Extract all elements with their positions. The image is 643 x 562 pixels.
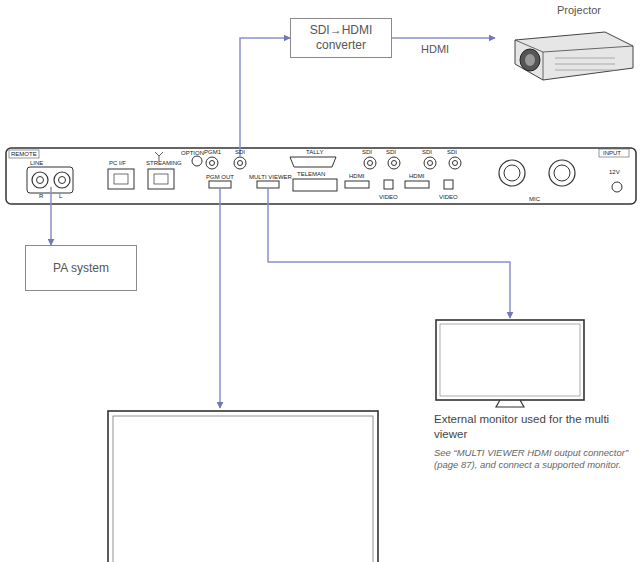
port-label: STREAMING <box>146 160 182 166</box>
port-label: SDI <box>386 149 396 155</box>
port-label: SDI <box>362 149 372 155</box>
connector <box>240 38 290 147</box>
port-label: LINE <box>30 160 43 166</box>
port-label: SDI <box>422 149 432 155</box>
port-label: HDMI <box>349 173 364 179</box>
node-label: External monitor used for the multi view… <box>434 412 630 442</box>
port-label: 12V <box>609 169 620 175</box>
port-label: REMOTE <box>11 151 37 157</box>
port-label: MIC <box>529 196 540 202</box>
external-monitor: External monitor used for the multi view… <box>430 318 640 530</box>
monitor-caption: External monitor used for the multi view… <box>434 412 630 472</box>
port-label: SDI <box>447 149 457 155</box>
monitor-frame <box>108 411 378 562</box>
port-label: TALLY <box>306 149 323 155</box>
port-label: R <box>39 193 43 199</box>
port-label: INPUT <box>603 150 621 156</box>
connector <box>50 205 52 245</box>
main-monitor <box>108 205 378 562</box>
port-label: PGM OUT <box>206 174 234 180</box>
connector <box>268 205 510 318</box>
port-label: TELEMAN <box>297 171 325 177</box>
pa-system-box: PA system <box>25 245 137 291</box>
rear-panel: REMOTE OPTION LINE R L PC I/F STREAMING PGM1 SDI… <box>5 147 637 205</box>
connector <box>392 37 495 39</box>
port-label: SDI <box>235 149 245 155</box>
port-label: PC I/F <box>109 160 126 166</box>
node-label: PA system <box>53 261 109 276</box>
port-label: VIDEO <box>439 194 458 200</box>
port-label: PGM1 <box>204 149 221 155</box>
monitor-screen <box>113 416 373 562</box>
external-monitor-drawing <box>430 318 640 410</box>
port-label: L <box>59 193 62 199</box>
port-label: OPTION <box>181 150 204 156</box>
note-text: See “MULTI VIEWER HDMI output connector”… <box>434 447 630 472</box>
port-label: MULTI VIEWER <box>249 174 292 180</box>
converter-box: SDI→HDMI converter <box>290 18 392 58</box>
port-label: HDMI <box>409 173 424 179</box>
node-label: Projector <box>557 4 601 16</box>
leader-line <box>219 205 221 408</box>
node-label: SDI→HDMI converter <box>299 23 383 53</box>
projector: Projector <box>495 2 638 82</box>
port-label: VIDEO <box>379 194 398 200</box>
edge-label: HDMI <box>419 43 451 55</box>
